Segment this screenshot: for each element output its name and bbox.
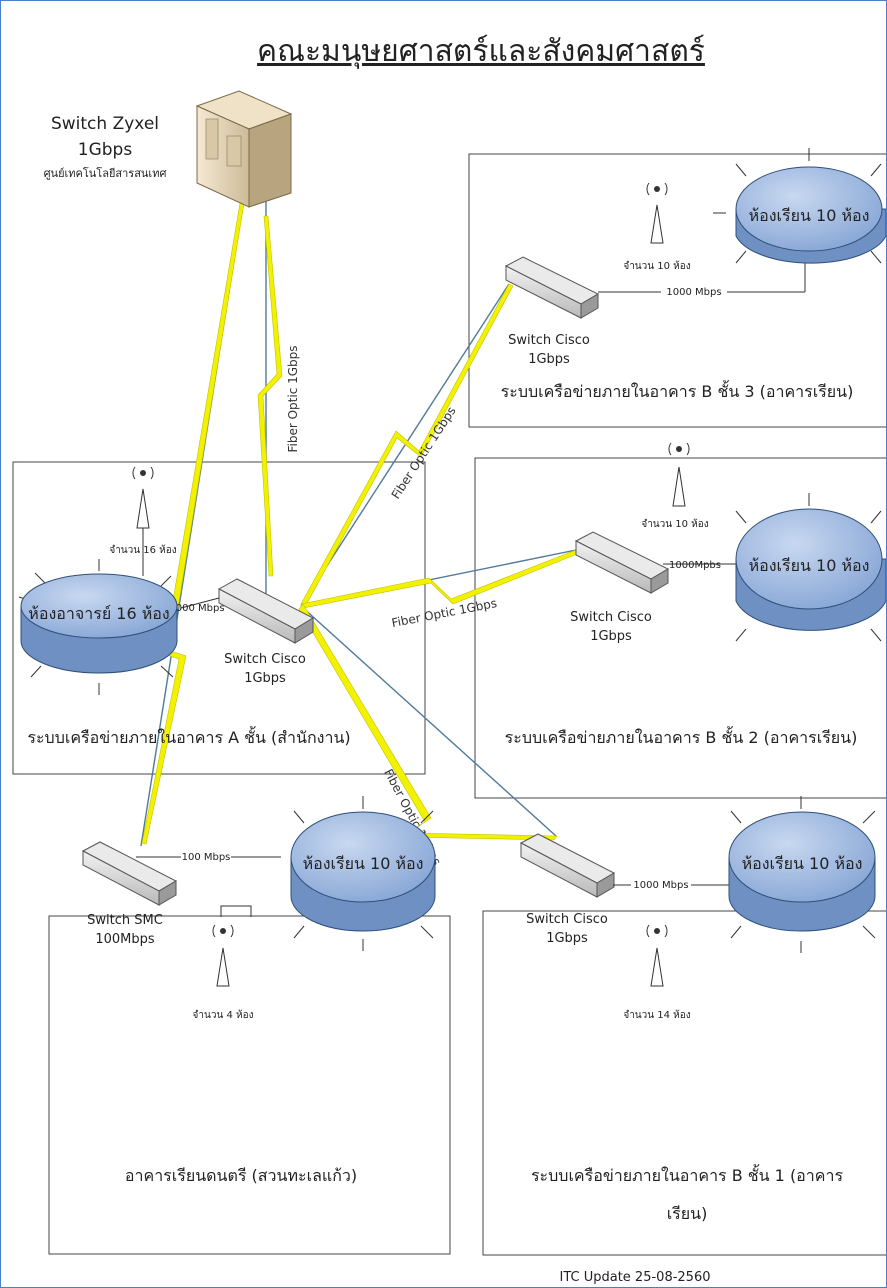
uplink-cables: [140, 196, 582, 847]
update-footer: ITC Update 25-08-2560: [560, 1270, 711, 1285]
building-a: Switch Cisco 1Gbps 1000 Mbps จำนวน 16 ห้…: [18, 466, 351, 747]
switch-icon: [81, 841, 178, 906]
building-b2-box: [474, 457, 886, 799]
switch-icon: [574, 531, 670, 594]
room-b2-label: ห้องเรียน 10 ห้อง: [749, 556, 870, 575]
switch-b2-speed: 1Gbps: [590, 629, 632, 644]
room-disk-icon: [713, 148, 886, 264]
server-icon: [195, 90, 293, 208]
switch-a-name: Switch Cisco: [224, 652, 306, 667]
ap-b1-count: จำนวน 14 ห้อง: [623, 1009, 690, 1021]
wifi-ap-icon: [132, 466, 154, 529]
switch-a-speed: 1Gbps: [244, 671, 286, 686]
building-b1: จำนวน 14 ห้อง Switch Cisco 1Gbps 1000 Mb…: [519, 796, 876, 1223]
switch-b3-speed: 1Gbps: [528, 352, 570, 367]
room-music-label: ห้องเรียน 10 ห้อง: [303, 854, 424, 873]
building-b2: จำนวน 10 ห้อง Switch Cisco 1Gbps 1000Mpb…: [505, 442, 886, 747]
switch-b1-name: Switch Cisco: [526, 912, 608, 927]
building-music-box: [48, 915, 451, 1255]
switch-icon: [519, 833, 616, 898]
link-b3: 1000 Mbps: [666, 287, 721, 298]
core-switch-name: Switch Zyxel: [51, 114, 159, 134]
switch-music-name: Switch SMC: [87, 913, 163, 928]
link-music: 100 Mbps: [182, 852, 231, 863]
wifi-ap-icon: [646, 924, 668, 987]
ap-b3-count: จำนวน 10 ห้อง: [623, 260, 690, 272]
ap-b2-count: จำนวน 10 ห้อง: [641, 518, 708, 530]
caption-b1-line1: ระบบเครือข่ายภายในอาคาร B ชั้น 1 (อาคาร: [531, 1164, 844, 1185]
caption-music: อาคารเรียนดนตรี (สวนทะเลแก้ว): [125, 1166, 357, 1185]
building-a-box: [12, 461, 426, 775]
wifi-ap-icon: [646, 182, 668, 244]
room-disk-icon: [728, 796, 876, 953]
room-disk-icon: [18, 559, 178, 695]
room-disk-icon: [290, 796, 436, 951]
core-switch-speed: 1Gbps: [78, 140, 133, 160]
building-b3-box: [468, 153, 886, 428]
room-b3-label: ห้องเรียน 10 ห้อง: [749, 206, 870, 225]
ap-music-count: จำนวน 4 ห้อง: [193, 1009, 254, 1021]
link-a: 1000 Mbps: [169, 603, 224, 614]
room-disk-icon: [735, 493, 886, 642]
diagram-title: คณะมนุษยศาสตร์และสังคมศาสตร์: [257, 34, 705, 70]
caption-b2: ระบบเครือข่ายภายในอาคาร B ชั้น 2 (อาคารเ…: [505, 726, 858, 747]
caption-a: ระบบเครือข่ายภายในอาคาร A ชั้น (สำนักงาน…: [27, 726, 350, 747]
room-b1-label: ห้องเรียน 10 ห้อง: [742, 854, 863, 873]
core-switch-location: ศูนย์เทคโนโลยีสารสนเทศ: [44, 166, 167, 180]
switch-music-speed: 100Mbps: [95, 932, 155, 947]
fiber-label-core: Fiber Optic 1Gbps: [286, 345, 300, 452]
ap-a-count: จำนวน 16 ห้อง: [109, 544, 176, 556]
fiber-label-b2: Fiber Optic 1Gbps: [390, 596, 498, 630]
building-b3: Switch Cisco 1Gbps 1000 Mbps จำนวน 10 ห้…: [501, 148, 886, 401]
switch-b3-name: Switch Cisco: [508, 333, 590, 348]
caption-b1-line2: เรียน): [667, 1204, 708, 1223]
building-music: จำนวน 4 ห้อง Switch SMC 100Mbps 100 Mbps…: [81, 796, 436, 1185]
link-b2: 1000Mpbs: [669, 560, 721, 571]
switch-icon: [217, 578, 315, 644]
switch-icon: [504, 256, 600, 319]
switch-b1-speed: 1Gbps: [546, 931, 588, 946]
wifi-ap-icon: [212, 924, 234, 987]
switch-b2-name: Switch Cisco: [570, 610, 652, 625]
link-b1: 1000 Mbps: [633, 880, 688, 891]
caption-b3: ระบบเครือข่ายภายในอาคาร B ชั้น 3 (อาคารเ…: [501, 380, 854, 401]
wifi-ap-icon: [668, 442, 690, 507]
room-a-label: ห้องอาจารย์ 16 ห้อง: [28, 604, 169, 623]
building-b1-box: [482, 910, 886, 1256]
